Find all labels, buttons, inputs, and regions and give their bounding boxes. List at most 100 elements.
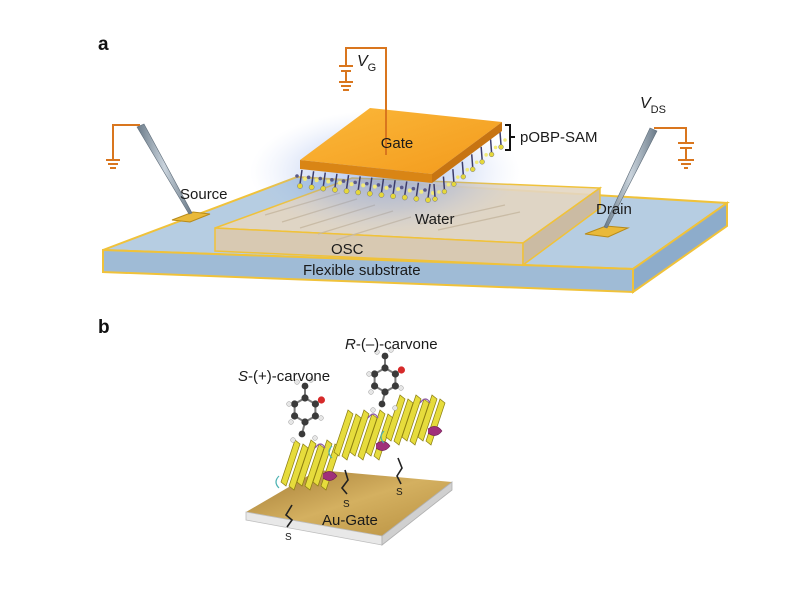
carbon-atom bbox=[298, 430, 306, 438]
panel-a-letter: a bbox=[98, 34, 109, 55]
thiol-s-2: S bbox=[343, 499, 350, 510]
sam-molecule bbox=[411, 182, 424, 202]
vds-label: VDS bbox=[640, 95, 666, 116]
sam-molecule bbox=[388, 180, 401, 200]
carbon-atom bbox=[301, 418, 309, 426]
hydrogen-atom bbox=[368, 389, 374, 395]
substrate-label: Flexible substrate bbox=[303, 262, 421, 279]
hydrogen-atom bbox=[392, 405, 398, 411]
thiol-linkers bbox=[284, 457, 403, 528]
drain-pad bbox=[584, 225, 630, 238]
sam-molecule bbox=[306, 171, 319, 191]
thiol-s-1: S bbox=[285, 532, 292, 543]
hydrogen-atom bbox=[290, 437, 296, 443]
sam-molecule bbox=[330, 173, 342, 193]
hydrogen-atom bbox=[286, 401, 292, 407]
r-carvone-molecule bbox=[366, 347, 405, 413]
hydrogen-atom bbox=[288, 419, 294, 425]
hydrogen-atom bbox=[388, 347, 394, 353]
panel-b-letter: b bbox=[98, 317, 110, 338]
loop bbox=[380, 430, 385, 444]
drain-probe bbox=[603, 127, 694, 229]
sam-molecule bbox=[460, 161, 470, 180]
sam-molecule bbox=[341, 174, 354, 194]
protein bbox=[328, 409, 394, 461]
beta-strand bbox=[312, 439, 333, 487]
beta-strand bbox=[280, 439, 301, 487]
carbon-atom bbox=[311, 400, 319, 408]
vg-label: VG bbox=[357, 53, 376, 74]
loop bbox=[328, 445, 333, 459]
carbon-atom bbox=[311, 412, 319, 420]
drain-label: Drain bbox=[596, 201, 632, 218]
alpha-helix bbox=[427, 426, 443, 436]
sam-molecule bbox=[441, 176, 451, 195]
carbon-atom bbox=[371, 370, 379, 378]
s-carvone-label: S-(+)-carvone bbox=[238, 368, 330, 385]
hydrogen-atom bbox=[366, 371, 372, 377]
carvone-molecules bbox=[286, 347, 405, 443]
hydrogen-atom bbox=[370, 407, 376, 413]
carbon-atom bbox=[391, 382, 399, 390]
alpha-helix bbox=[322, 471, 338, 481]
s-carvone-molecule bbox=[286, 377, 325, 443]
au-gate-plate bbox=[245, 470, 453, 546]
beta-strand bbox=[333, 409, 354, 457]
loop bbox=[314, 443, 326, 449]
hydrogen-atom bbox=[312, 435, 318, 441]
carbon-atom bbox=[301, 394, 309, 402]
protein-layer bbox=[275, 394, 446, 491]
alpha-helix bbox=[375, 441, 391, 451]
sam-molecule bbox=[399, 181, 412, 201]
thiol-s-3: S bbox=[396, 487, 403, 498]
sam-molecules bbox=[295, 131, 507, 203]
oxygen-atom bbox=[317, 396, 325, 404]
source-probe bbox=[106, 123, 193, 215]
hydrogen-atom bbox=[318, 415, 324, 421]
beta-strand bbox=[417, 394, 438, 442]
oxygen-atom bbox=[397, 366, 405, 374]
sam-label: pOBP-SAM bbox=[520, 129, 598, 146]
carbon-atom bbox=[291, 412, 299, 420]
loop bbox=[419, 398, 431, 404]
carbon-atom bbox=[291, 400, 299, 408]
carbon-atom bbox=[391, 370, 399, 378]
sam-molecule bbox=[488, 139, 498, 158]
sam-molecule bbox=[318, 172, 331, 192]
sam-molecule bbox=[432, 183, 441, 202]
hydrogen-atom bbox=[294, 379, 300, 385]
water-label: Water bbox=[415, 211, 454, 228]
sam-molecule bbox=[470, 154, 479, 172]
beta-strand bbox=[349, 409, 370, 457]
carbon-atom bbox=[381, 364, 389, 372]
carbon-atom bbox=[371, 382, 379, 390]
sam-molecule bbox=[365, 177, 377, 197]
osc-label: OSC bbox=[331, 241, 364, 258]
r-carvone-label: R-(–)-carvone bbox=[345, 336, 438, 353]
gate-wire bbox=[339, 47, 387, 155]
sam-molecule bbox=[479, 146, 488, 165]
protein bbox=[380, 394, 446, 446]
hydrogen-atom bbox=[308, 377, 314, 383]
protein bbox=[275, 439, 341, 491]
source-label: Source bbox=[180, 186, 228, 203]
carbon-atom bbox=[301, 382, 309, 390]
source-pad bbox=[171, 211, 211, 223]
sam-molecule bbox=[451, 169, 460, 187]
carbon-atom bbox=[378, 400, 386, 408]
sam-molecule bbox=[353, 176, 366, 196]
beta-strand bbox=[401, 394, 422, 442]
carbon-atom bbox=[381, 352, 389, 360]
sam-molecule bbox=[295, 169, 307, 189]
sam-bracket bbox=[505, 124, 515, 151]
au-gate-label: Au-Gate bbox=[322, 512, 378, 529]
sam-molecule bbox=[423, 183, 435, 203]
gate-label: Gate bbox=[381, 135, 414, 152]
hydrogen-atom bbox=[398, 385, 404, 391]
loop bbox=[367, 413, 379, 419]
sam-molecule bbox=[498, 131, 507, 150]
loop bbox=[275, 475, 280, 489]
beta-strand bbox=[296, 439, 317, 487]
hydrogen-atom bbox=[374, 349, 380, 355]
